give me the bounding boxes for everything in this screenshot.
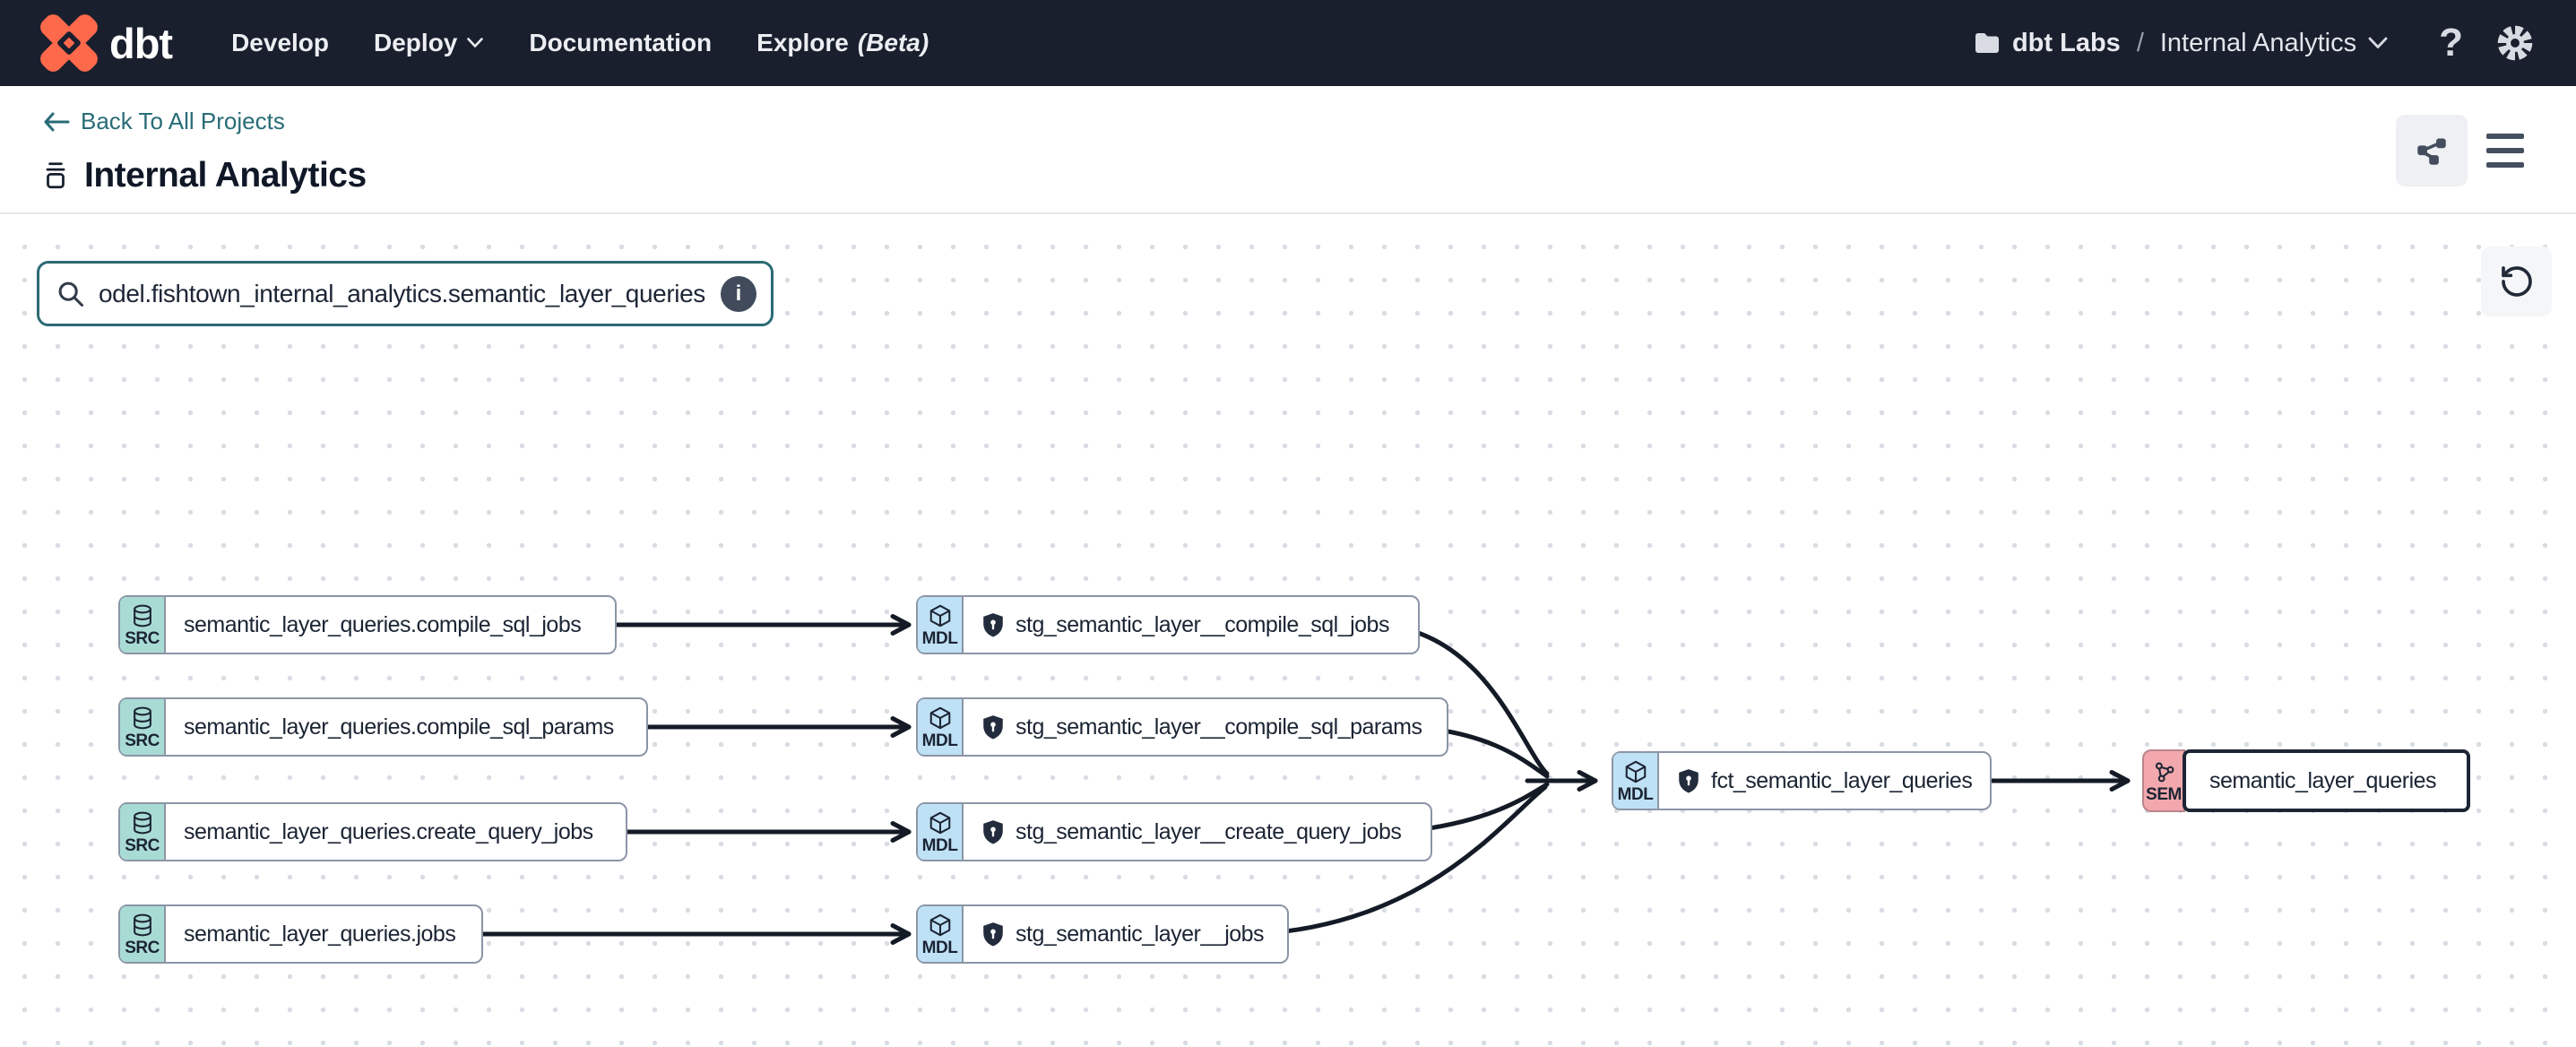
chevron-down-icon	[2368, 37, 2388, 48]
node-type-badge: MDL	[1613, 753, 1659, 809]
node-label: stg_semantic_layer__compile_sql_params	[1016, 714, 1422, 740]
node-label: semantic_layer_queries	[2209, 767, 2437, 793]
lineage-view-button[interactable]	[2396, 115, 2468, 186]
node-type-badge: MDL	[918, 699, 964, 755]
top-nav-right: dbt Labs / Internal Analytics ?	[1973, 21, 2535, 65]
nav-item-documentation[interactable]: Documentation	[529, 29, 713, 56]
beta-tag: (Beta)	[857, 29, 929, 56]
folder-icon	[1975, 33, 1999, 53]
shield-lock-icon	[983, 820, 1003, 844]
main-nav: Develop Deploy Documentation Explore (Be…	[231, 29, 929, 57]
shield-lock-icon	[983, 715, 1003, 740]
graph-node-source[interactable]: SRC semantic_layer_queries.create_query_…	[118, 802, 627, 861]
arrow-left-icon	[44, 112, 70, 131]
node-label: semantic_layer_queries.create_query_jobs	[184, 818, 593, 844]
shield-lock-icon	[1679, 769, 1699, 793]
node-label: semantic_layer_queries.jobs	[184, 921, 456, 947]
menu-button[interactable]	[2486, 131, 2524, 170]
cube-icon	[929, 811, 950, 835]
page-header: Back To All Projects Internal Analytics	[0, 86, 2576, 214]
shield-lock-icon	[983, 922, 1003, 947]
database-icon	[133, 604, 151, 627]
chevron-down-icon	[467, 38, 484, 48]
node-type-badge: SRC	[120, 699, 166, 755]
dbt-logo-icon	[36, 10, 102, 76]
lineage-search-input[interactable]: odel.fishtown_internal_analytics.semanti…	[37, 261, 774, 326]
node-type-badge: SRC	[120, 804, 166, 860]
node-label: stg_semantic_layer__jobs	[1016, 921, 1265, 947]
graph-node-model[interactable]: MDL stg_semantic_layer__compile_sql_jobs	[916, 595, 1420, 654]
node-type-badge: MDL	[918, 597, 964, 653]
cube-icon	[929, 604, 950, 627]
rotate-ccw-icon	[2501, 266, 2532, 297]
node-label: stg_semantic_layer__create_query_jobs	[1016, 818, 1402, 844]
info-icon[interactable]: i	[721, 275, 756, 312]
nav-item-explore[interactable]: Explore (Beta)	[756, 29, 929, 56]
database-icon	[133, 811, 151, 835]
cube-icon	[1625, 760, 1646, 783]
settings-gear-icon[interactable]	[2495, 23, 2535, 63]
back-to-projects-link[interactable]: Back To All Projects	[43, 108, 285, 135]
lineage-canvas[interactable]: odel.fishtown_internal_analytics.semanti…	[0, 216, 2576, 1047]
graph-node-model[interactable]: MDL stg_semantic_layer__create_query_job…	[916, 802, 1432, 861]
reset-view-button[interactable]	[2481, 247, 2552, 316]
graph-node-model[interactable]: MDL stg_semantic_layer__compile_sql_para…	[916, 697, 1448, 757]
project-name: Internal Analytics	[2159, 28, 2357, 57]
nav-item-develop[interactable]: Develop	[231, 29, 330, 56]
node-label: fct_semantic_layer_queries	[1711, 767, 1973, 793]
title-row: Internal Analytics	[41, 156, 367, 195]
top-nav: dbt Develop Deploy Documentation Explore…	[0, 0, 2576, 86]
node-type-badge: SRC	[120, 597, 166, 653]
graph-node-source[interactable]: SRC semantic_layer_queries.compile_sql_j…	[118, 595, 617, 654]
cube-icon	[929, 706, 950, 730]
node-label: stg_semantic_layer__compile_sql_jobs	[1016, 611, 1389, 637]
graph-node-model[interactable]: MDL stg_semantic_layer__jobs	[916, 904, 1289, 964]
account-name: dbt Labs	[2011, 28, 2121, 57]
graph-node-source[interactable]: SRC semantic_layer_queries.jobs	[118, 904, 483, 964]
shield-lock-icon	[983, 613, 1003, 637]
search-value: odel.fishtown_internal_analytics.semanti…	[99, 279, 705, 307]
search-icon	[58, 281, 83, 307]
dbt-logo[interactable]: dbt	[36, 10, 173, 76]
cube-icon	[929, 913, 950, 937]
node-type-badge: SRC	[120, 906, 166, 962]
graph-node-source[interactable]: SRC semantic_layer_queries.compile_sql_p…	[118, 697, 648, 757]
database-icon	[133, 706, 151, 730]
node-label: semantic_layer_queries.compile_sql_jobs	[184, 611, 582, 637]
node-type-badge: SEM	[2142, 749, 2185, 812]
graph-node-semantic-selected[interactable]: SEM semantic_layer_queries	[2142, 749, 2470, 812]
lineage-graph-icon	[2417, 138, 2446, 165]
nav-item-deploy[interactable]: Deploy	[374, 29, 484, 57]
project-icon	[46, 162, 65, 189]
node-type-badge: MDL	[918, 804, 964, 860]
account-project-selector[interactable]: dbt Labs / Internal Analytics	[1973, 29, 2389, 58]
breadcrumb-separator: /	[2136, 28, 2144, 57]
database-icon	[133, 913, 151, 937]
semantic-network-icon	[2155, 762, 2174, 783]
brand-name: dbt	[109, 19, 173, 67]
page-title: Internal Analytics	[84, 156, 367, 195]
node-type-badge: MDL	[918, 906, 964, 962]
help-icon[interactable]: ?	[2439, 21, 2463, 65]
graph-node-model[interactable]: MDL fct_semantic_layer_queries	[1612, 751, 1992, 810]
node-label: semantic_layer_queries.compile_sql_param…	[184, 714, 614, 740]
